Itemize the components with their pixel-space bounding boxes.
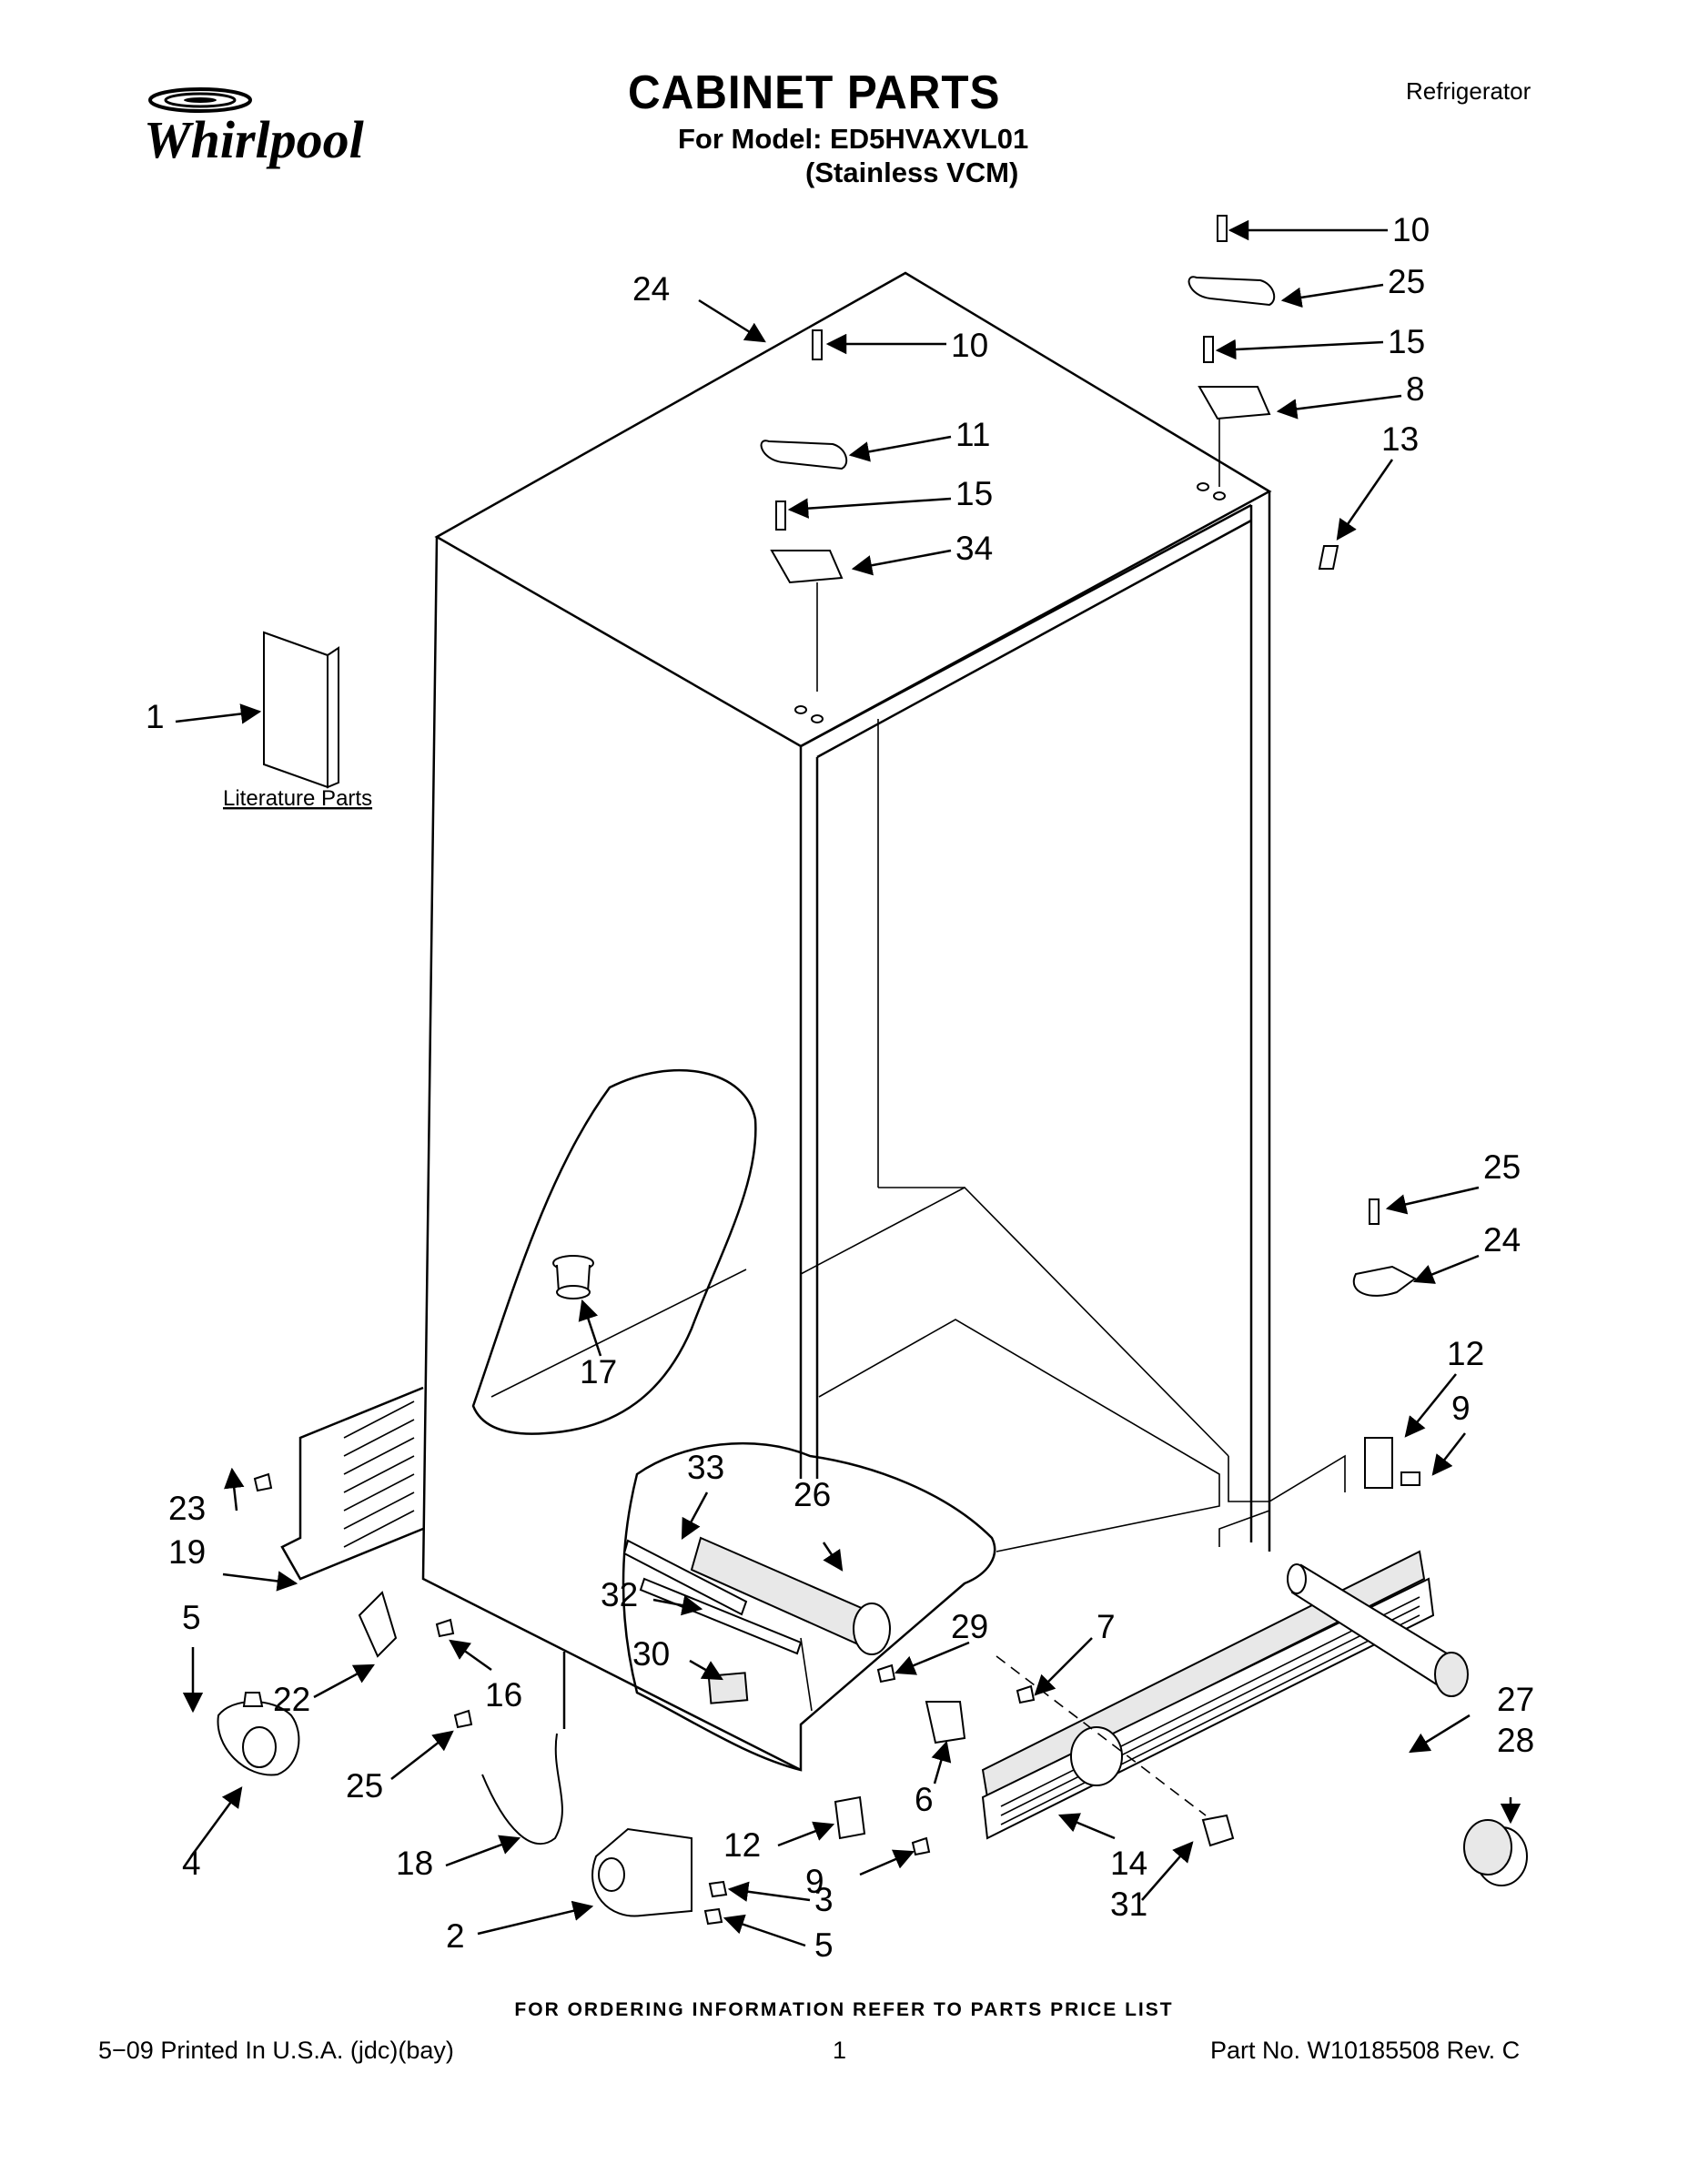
callout-5b: 5 xyxy=(814,1926,834,1964)
callout-32: 32 xyxy=(601,1576,638,1613)
document-part-number: Part No. W10185508 Rev. C xyxy=(1210,2037,1521,2064)
part-30 xyxy=(707,1672,749,1704)
callout-3: 3 xyxy=(814,1881,834,1918)
callout-25a: 25 xyxy=(1483,1148,1521,1186)
model-line: For Model: ED5HVAXVL01 xyxy=(678,123,1029,155)
callout-2: 2 xyxy=(446,1917,465,1955)
tube-assembly xyxy=(622,1536,891,1712)
callout-1: 1 xyxy=(146,698,165,735)
rear-grille-19 xyxy=(280,1386,424,1581)
callout-15a: 15 xyxy=(955,475,993,512)
small-parts xyxy=(217,215,1528,1926)
drain-part-17 xyxy=(552,1255,594,1299)
callout-22: 22 xyxy=(273,1681,310,1718)
callout-23: 23 xyxy=(168,1490,206,1527)
callout-11: 11 xyxy=(955,416,990,453)
callout-10b: 10 xyxy=(1392,211,1430,248)
callout-17: 17 xyxy=(580,1353,617,1390)
callout-28: 28 xyxy=(1497,1722,1534,1759)
callout-20: 24 xyxy=(632,270,670,308)
callout-10a: 10 xyxy=(951,327,988,364)
cabinet-shell xyxy=(421,271,1346,1772)
cutaway-bottom xyxy=(622,1441,996,1772)
callout-7: 7 xyxy=(1097,1608,1116,1645)
callout-27: 27 xyxy=(1497,1681,1534,1718)
callout-30: 30 xyxy=(632,1635,670,1673)
callout-16: 16 xyxy=(485,1676,522,1714)
callout-24: 24 xyxy=(1483,1221,1521,1259)
callout-19: 19 xyxy=(168,1533,206,1571)
callout-14: 14 xyxy=(1110,1845,1147,1882)
cutaway-left xyxy=(471,1069,757,1435)
callout-26: 26 xyxy=(793,1476,831,1513)
callout-5a: 5 xyxy=(182,1599,201,1636)
page-title: CABINET PARTS xyxy=(628,66,1001,119)
callout-25b: 25 xyxy=(346,1767,383,1805)
callout-33: 33 xyxy=(687,1449,724,1486)
category-label: Refrigerator xyxy=(1406,77,1531,105)
callout-34: 34 xyxy=(955,530,993,567)
finish-line: (Stainless VCM) xyxy=(805,157,1019,188)
brand-wordmark: Whirlpool xyxy=(144,110,365,169)
callout-21: 25 xyxy=(1388,263,1425,300)
whirlpool-logo: Whirlpool xyxy=(144,87,365,169)
leader-arrows xyxy=(175,219,1521,1947)
print-info: 5−09 Printed In U.S.A. (jdc)(bay) xyxy=(98,2037,454,2064)
callout-8: 8 xyxy=(1406,370,1425,408)
callout-9a: 9 xyxy=(1451,1390,1471,1427)
literature-parts-label: Literature Parts xyxy=(223,786,372,811)
callout-31: 31 xyxy=(1110,1886,1147,1923)
cutaway-left-shelf xyxy=(490,1269,747,1398)
callout-6: 6 xyxy=(915,1781,934,1818)
callout-13: 13 xyxy=(1381,420,1419,458)
callout-12b: 12 xyxy=(723,1826,761,1864)
callout-4: 4 xyxy=(182,1845,201,1882)
page-number: 1 xyxy=(833,2037,847,2064)
ordering-note: FOR ORDERING INFORMATION REFER TO PARTS … xyxy=(514,1999,1174,2020)
toe-grille-14 xyxy=(981,1550,1435,1840)
callout-18: 18 xyxy=(396,1845,433,1882)
callout-12a: 12 xyxy=(1447,1335,1484,1372)
callout-labels: 24 10 11 15 34 10 25 15 8 13 1 Literatur… xyxy=(146,211,1534,1964)
callout-29: 29 xyxy=(951,1608,988,1645)
callout-15b: 15 xyxy=(1388,323,1425,360)
callout-9b: 9 xyxy=(805,1863,824,1900)
